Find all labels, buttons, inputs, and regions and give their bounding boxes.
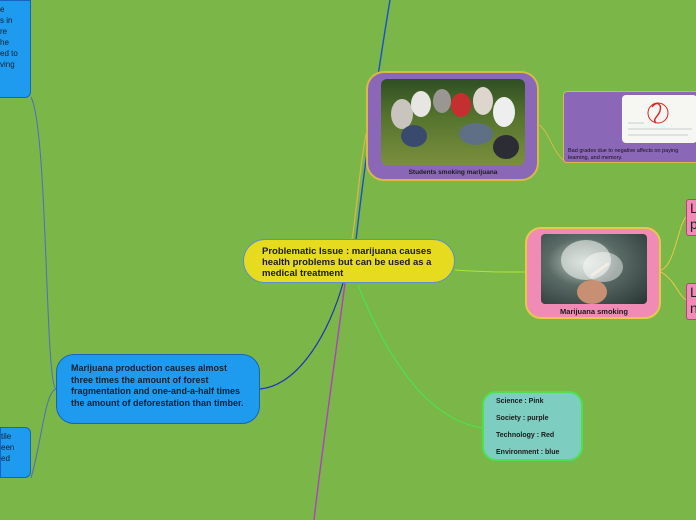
link-env [259, 282, 344, 390]
fragment-line: ed to [0, 49, 18, 58]
marijuana-smoking-node[interactable]: Marijuana smoking [525, 227, 661, 319]
fragment-line: e [0, 5, 5, 14]
stub-text: L [690, 200, 696, 216]
students-caption: Students smoking marijuana [408, 169, 498, 176]
pen-marks-icon [628, 102, 692, 136]
fragment-line: een [1, 443, 15, 452]
graded-paper-image [622, 95, 696, 143]
legend-technology: Technology : Red [496, 432, 555, 439]
fragment-line: ed [1, 454, 10, 463]
link-left-top [30, 96, 57, 390]
fragment-line: s in [0, 16, 13, 25]
color-legend[interactable]: Science : Pink Society : purple Technolo… [482, 391, 583, 461]
marijuana-smoke-photo [541, 234, 647, 304]
central-topic-text: Problematic Issue : marijuana causes hea… [262, 246, 432, 279]
legend-science: Science : Pink [496, 398, 544, 405]
link-left-bottom [30, 388, 57, 479]
students-photo [381, 79, 525, 165]
science-node-stub[interactable]: L n [686, 283, 696, 320]
bad-grades-caption: Bad grades due to negative affects on pa… [568, 148, 679, 161]
link-pink-top [660, 216, 687, 271]
environment-node-text: Marijuana production causes almost three… [71, 363, 244, 408]
environment-fragment-top[interactable]: e s in re he ed to ving [0, 0, 31, 98]
link-purple-down [313, 282, 346, 520]
link-marijuana [454, 269, 526, 273]
bad-grades-node[interactable]: Bad grades due to negative affects on pa… [563, 91, 696, 163]
link-legend [357, 284, 485, 429]
stub-text: L [690, 284, 696, 300]
environment-fragment-bottom[interactable]: tile een ed [0, 427, 31, 478]
link-students [351, 124, 369, 241]
fragment-line: he [0, 38, 9, 47]
students-node[interactable]: Students smoking marijuana [366, 71, 539, 181]
fragment-line: tile [1, 432, 12, 441]
link-grades [538, 124, 564, 161]
fragment-line: ving [0, 60, 15, 69]
link-pink-bottom [660, 271, 687, 301]
legend-society: Society : purple [496, 415, 549, 422]
marijuana-caption: Marijuana smoking [560, 307, 628, 316]
stub-text: p [690, 216, 696, 232]
central-topic[interactable]: Problematic Issue : marijuana causes hea… [243, 239, 455, 283]
legend-environment: Environment : blue [496, 449, 560, 456]
fragment-line: re [0, 27, 8, 36]
stub-text: n [690, 300, 696, 316]
science-node-stub[interactable]: L p [686, 199, 696, 236]
environment-node[interactable]: Marijuana production causes almost three… [56, 354, 260, 424]
